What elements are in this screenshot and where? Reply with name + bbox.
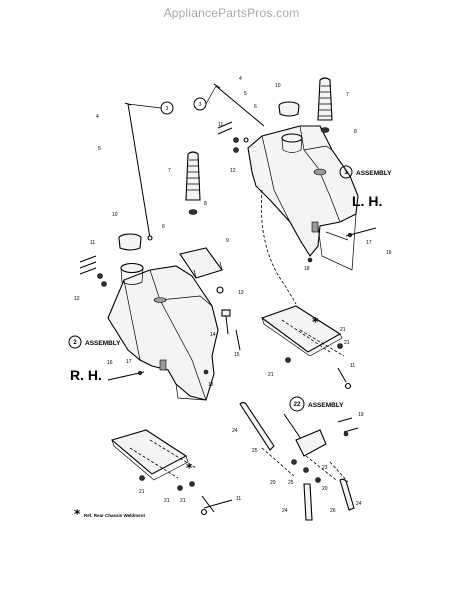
callout-17-upper: 17 <box>366 240 372 246</box>
callout-25-right: 25 <box>288 480 294 486</box>
callout-5-lower: 5 <box>98 146 101 152</box>
callout-20-left: 20 <box>270 480 276 486</box>
callout-21-upper-a: 21 <box>340 327 346 333</box>
assembly-22-parts <box>239 401 359 521</box>
callout-18-upper: 18 <box>304 266 310 272</box>
callout-13: 13 <box>238 290 244 296</box>
assembly-2-label: 2 ASSEMBLY <box>68 335 121 349</box>
callout-23: 23 <box>322 465 328 471</box>
callout-10-upper: 10 <box>275 83 281 89</box>
callout-4-upper: 4 <box>239 76 242 82</box>
assembly-1-label: 1 ASSEMBLY <box>339 165 392 179</box>
callout-20-right: 20 <box>322 486 328 492</box>
watermark: AppliancePartsPros.com <box>163 6 300 20</box>
callout-12-lower: 12 <box>74 296 80 302</box>
callout-11-upper: 11 <box>218 122 223 128</box>
assembly-22-number: 22 <box>294 402 301 408</box>
callout-6-lower: 6 <box>162 224 165 230</box>
left-hand-fuel-tank <box>247 125 359 305</box>
callout-11-bracket: 11 <box>350 363 355 369</box>
reference-star-lower: * <box>186 461 193 475</box>
right-hand-label: R. H. <box>70 367 102 383</box>
callout-11-lower-bracket: 11 <box>236 496 241 502</box>
callout-3-upper: 3 <box>199 102 202 108</box>
assembly-2-text: ASSEMBLY <box>85 340 121 347</box>
callout-15: 15 <box>234 352 240 358</box>
callout-7-upper: 7 <box>346 92 349 98</box>
assembly-22-text: ASSEMBLY <box>308 402 344 409</box>
assembly-2-number: 2 <box>73 340 77 346</box>
callout-25-left: 25 <box>252 448 258 454</box>
assembly-1-text: ASSEMBLY <box>356 170 392 177</box>
callout-16-upper: 16 <box>386 250 392 256</box>
callout-10-lower: 10 <box>112 212 118 218</box>
callout-26: 26 <box>330 508 336 514</box>
callout-6-upper: 6 <box>254 104 257 110</box>
callout-4-lower: 4 <box>96 114 99 120</box>
callout-14: 14 <box>210 332 216 338</box>
rear-chassis-bracket-lower <box>110 429 233 516</box>
callout-24-upper: 24 <box>232 428 238 434</box>
callout-17-lower: 17 <box>126 359 132 365</box>
callout-21-lower-a: 21 <box>139 489 145 495</box>
reference-note-text: Ref. Rear Chassis Weldment <box>84 513 145 518</box>
callout-19: 19 <box>358 412 364 418</box>
callout-labels: 3 3 4 4 5 5 6 6 7 7 8 8 9 10 10 11 11 11… <box>74 76 392 514</box>
callout-16-lower: 16 <box>107 360 113 366</box>
callout-11-lower: 11 <box>90 240 95 246</box>
callout-24-right: 24 <box>356 501 362 507</box>
left-hand-label: L. H. <box>352 193 382 209</box>
callout-8-upper: 8 <box>354 129 357 135</box>
callout-5-upper: 5 <box>244 91 247 97</box>
right-hand-fuel-tank <box>107 262 219 401</box>
right-hand-small-parts <box>79 102 241 381</box>
callout-18-lower: 18 <box>208 382 214 388</box>
callout-7-lower: 7 <box>168 168 171 174</box>
reference-note-star: * <box>74 507 81 521</box>
rear-chassis-bracket-upper <box>260 305 352 390</box>
callout-12-upper: 12 <box>230 168 236 174</box>
callout-3-lower: 3 <box>166 106 169 112</box>
callout-9: 9 <box>226 238 229 244</box>
reference-star-upper: * <box>312 315 319 329</box>
callout-21-upper-b: 21 <box>344 340 350 346</box>
callout-21-lower-b: 21 <box>164 498 170 504</box>
callout-8-lower: 8 <box>204 201 207 207</box>
callout-21-lower-c: 21 <box>180 498 186 504</box>
callout-21-upper-c: 21 <box>268 372 274 378</box>
left-hand-small-parts <box>213 77 377 263</box>
callout-24-lower: 24 <box>282 508 288 514</box>
assembly-22-label: 22 ASSEMBLY <box>289 396 344 412</box>
assembly-1-number: 1 <box>344 170 348 176</box>
